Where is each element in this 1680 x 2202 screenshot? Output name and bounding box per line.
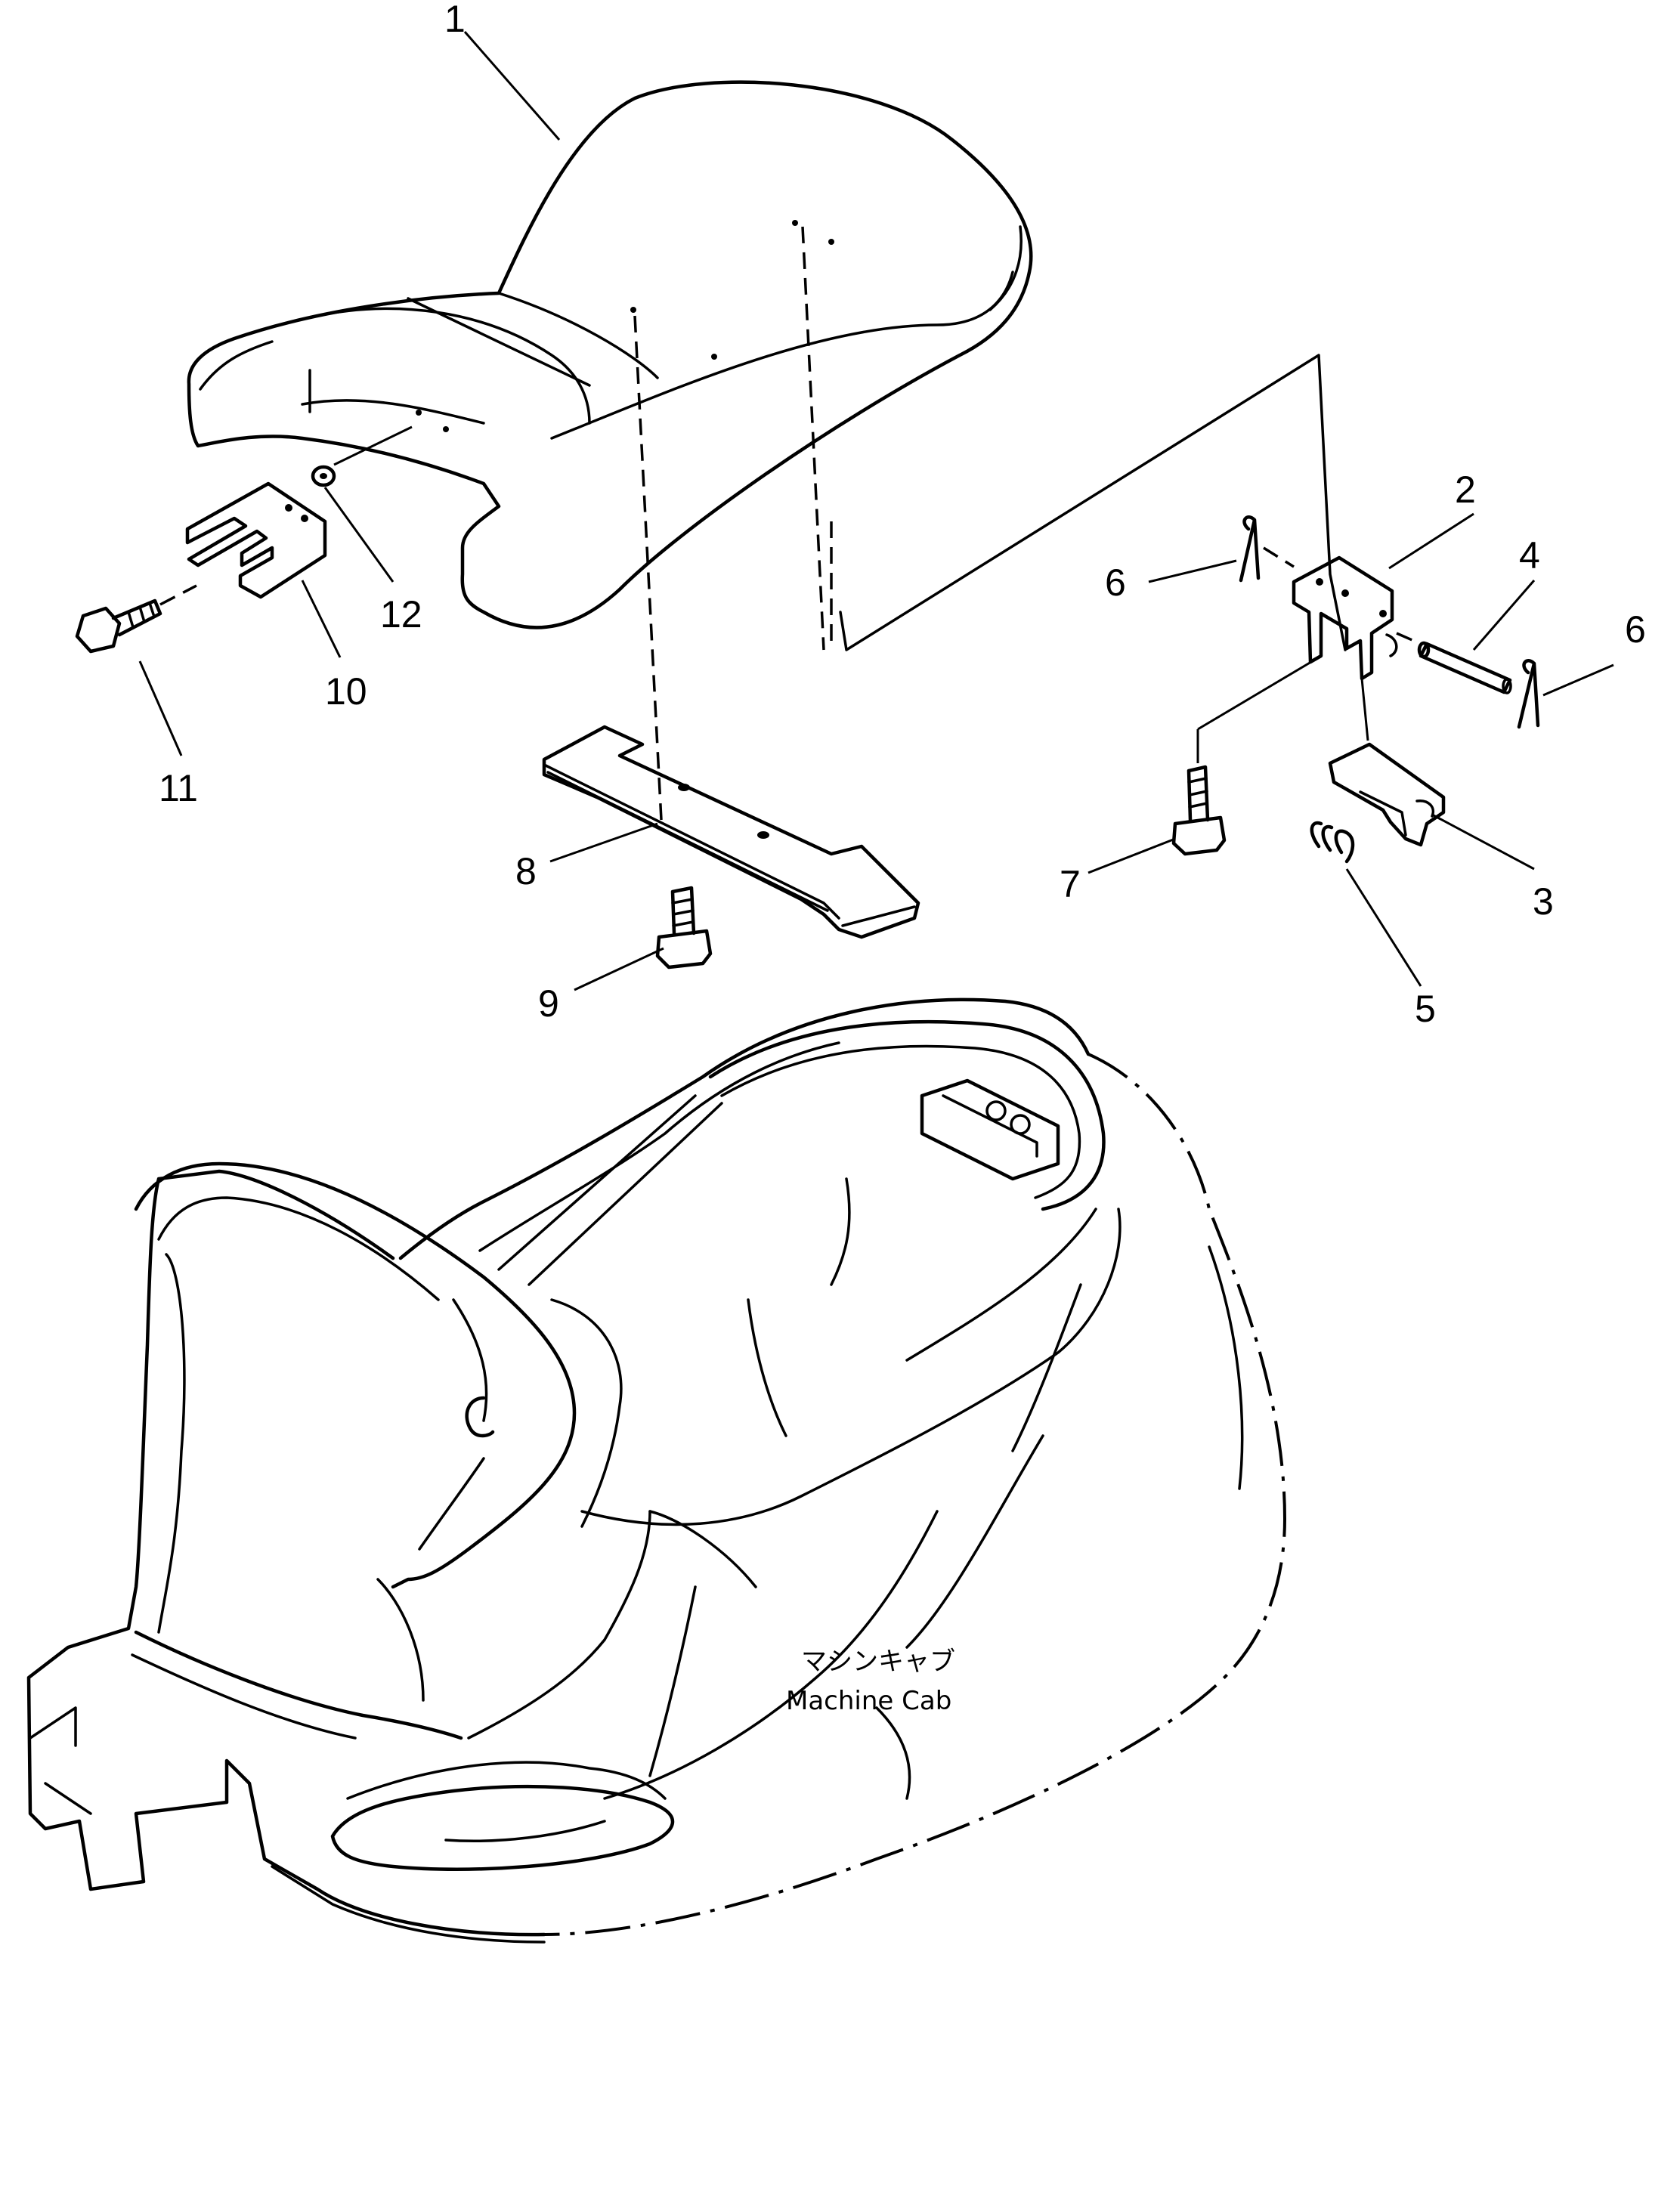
callout-9: 9 <box>538 982 559 1025</box>
callout-11: 11 <box>159 767 198 809</box>
hinge-bracket-2 <box>1292 555 1398 681</box>
bolt-7 <box>1171 765 1227 856</box>
callout-5: 5 <box>1415 988 1436 1030</box>
machine-cab <box>26 997 1287 1944</box>
callout-8: 8 <box>515 850 537 892</box>
machine-cab-label-jp: マシンキャブ <box>801 1647 955 1677</box>
seat-cushion <box>187 80 1033 629</box>
machine-cab-label-en: Machine Cab <box>786 1686 951 1716</box>
spring-clip-5 <box>1310 821 1355 864</box>
washer-12 <box>311 425 413 487</box>
split-pin-6-right <box>1517 659 1540 729</box>
callout-6-right: 6 <box>1625 608 1646 651</box>
callout-7: 7 <box>1060 863 1081 905</box>
bracket-10 <box>185 481 327 599</box>
callout-3: 3 <box>1533 880 1554 923</box>
split-pin-6-left <box>1239 515 1295 583</box>
callout-1: 1 <box>444 0 466 40</box>
support-plate-8 <box>542 725 920 939</box>
callout-2: 2 <box>1455 469 1476 511</box>
bolt-9 <box>655 886 713 970</box>
pin-4 <box>1396 632 1512 694</box>
callout-6-left: 6 <box>1105 561 1126 604</box>
callout-4: 4 <box>1519 534 1540 577</box>
latch-3 <box>1328 742 1446 847</box>
callout-12: 12 <box>380 593 422 636</box>
callout-10: 10 <box>325 670 367 713</box>
bolt-11 <box>75 584 197 654</box>
